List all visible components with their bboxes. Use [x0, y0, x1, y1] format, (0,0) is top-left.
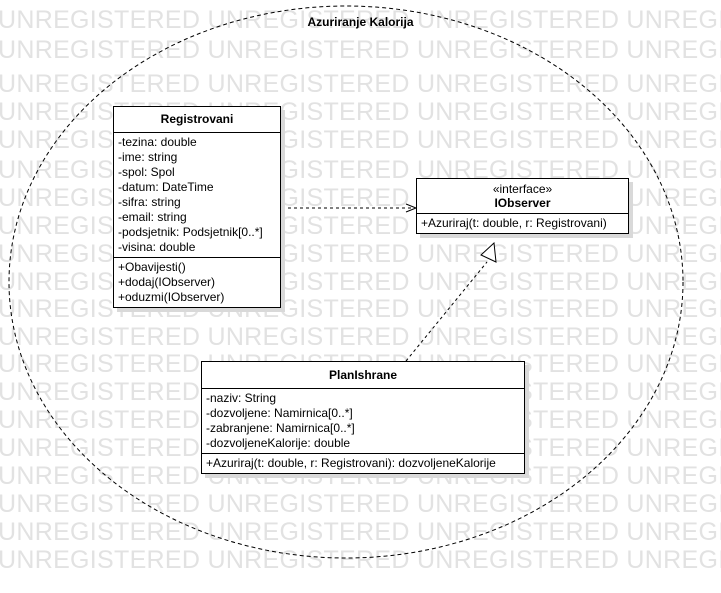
attribute: -tezina: double	[118, 135, 197, 149]
class-registrovani[interactable]: Registrovani -tezina: double-ime: string…	[113, 106, 281, 308]
attribute: -email: string	[118, 210, 187, 224]
watermark-text: UNREGISTERED UNREGISTERED UNREGISTERED U…	[0, 546, 721, 574]
frame-title: Azuriranje Kalorija	[307, 15, 414, 29]
watermark-text: UNREGISTERED UNREGISTERED UNREGISTERED U…	[0, 70, 721, 98]
attribute: -dozvoljeneKalorije: double	[206, 436, 351, 450]
watermark-text: UNREGISTERED UNREGISTERED UNREGISTERED U…	[0, 6, 721, 34]
operation-list: +Azuriraj(t: double, r: Registrovani): d…	[202, 453, 524, 473]
attribute: -zabranjene: Namirnica[0..*]	[206, 421, 355, 435]
attribute: -naziv: String	[206, 391, 277, 405]
attribute: -datum: DateTime	[118, 180, 214, 194]
attribute: -visina: double	[118, 240, 196, 254]
class-iobserver[interactable]: «interface» IObserver +Azuriraj(t: doubl…	[416, 178, 629, 234]
operation: +oduzmi(IObserver)	[118, 290, 225, 304]
attribute: -sifra: string	[118, 195, 181, 209]
stereotype-label: «interface»	[492, 182, 553, 196]
class-name: IObserver	[494, 196, 551, 210]
watermark-text: UNREGISTERED UNREGISTERED UNREGISTERED U…	[0, 323, 721, 351]
class-header: PlanIshrane	[202, 362, 524, 389]
watermark-text: UNREGISTERED UNREGISTERED UNREGISTERED U…	[0, 518, 721, 546]
class-header: «interface» IObserver	[417, 179, 628, 214]
operation-list: +Obavijesti()+dodaj(IObserver)+oduzmi(IO…	[114, 257, 280, 307]
watermark-text: UNREGISTERED UNREGISTERED UNREGISTERED U…	[0, 490, 721, 518]
attribute-list: -tezina: double-ime: string-spol: Spol-d…	[114, 133, 280, 257]
attribute: -podsjetnik: Podsjetnik[0..*]	[118, 225, 263, 239]
attribute-list: -naziv: String-dozvoljene: Namirnica[0..…	[202, 389, 524, 453]
operation: +Obavijesti()	[118, 260, 186, 274]
operation: +dodaj(IObserver)	[118, 275, 216, 289]
realization-arrowhead	[480, 241, 497, 263]
class-header: Registrovani	[114, 107, 280, 133]
attribute: -ime: string	[118, 150, 178, 164]
attribute: -spol: Spol	[118, 165, 175, 179]
attribute: -dozvoljene: Namirnica[0..*]	[206, 406, 353, 420]
class-name: Registrovani	[160, 112, 234, 126]
class-planishrane[interactable]: PlanIshrane -naziv: String-dozvoljene: N…	[201, 361, 525, 474]
operation-list: +Azuriraj(t: double, r: Registrovani)	[417, 214, 628, 233]
frame-ellipse	[8, 5, 684, 559]
operation: +Azuriraj(t: double, r: Registrovani)	[421, 216, 607, 230]
realization-line	[405, 261, 488, 362]
class-name: PlanIshrane	[328, 368, 398, 382]
watermark-text: UNREGISTERED UNREGISTERED UNREGISTERED U…	[0, 36, 721, 64]
operation: +Azuriraj(t: double, r: Registrovani): d…	[206, 456, 496, 470]
